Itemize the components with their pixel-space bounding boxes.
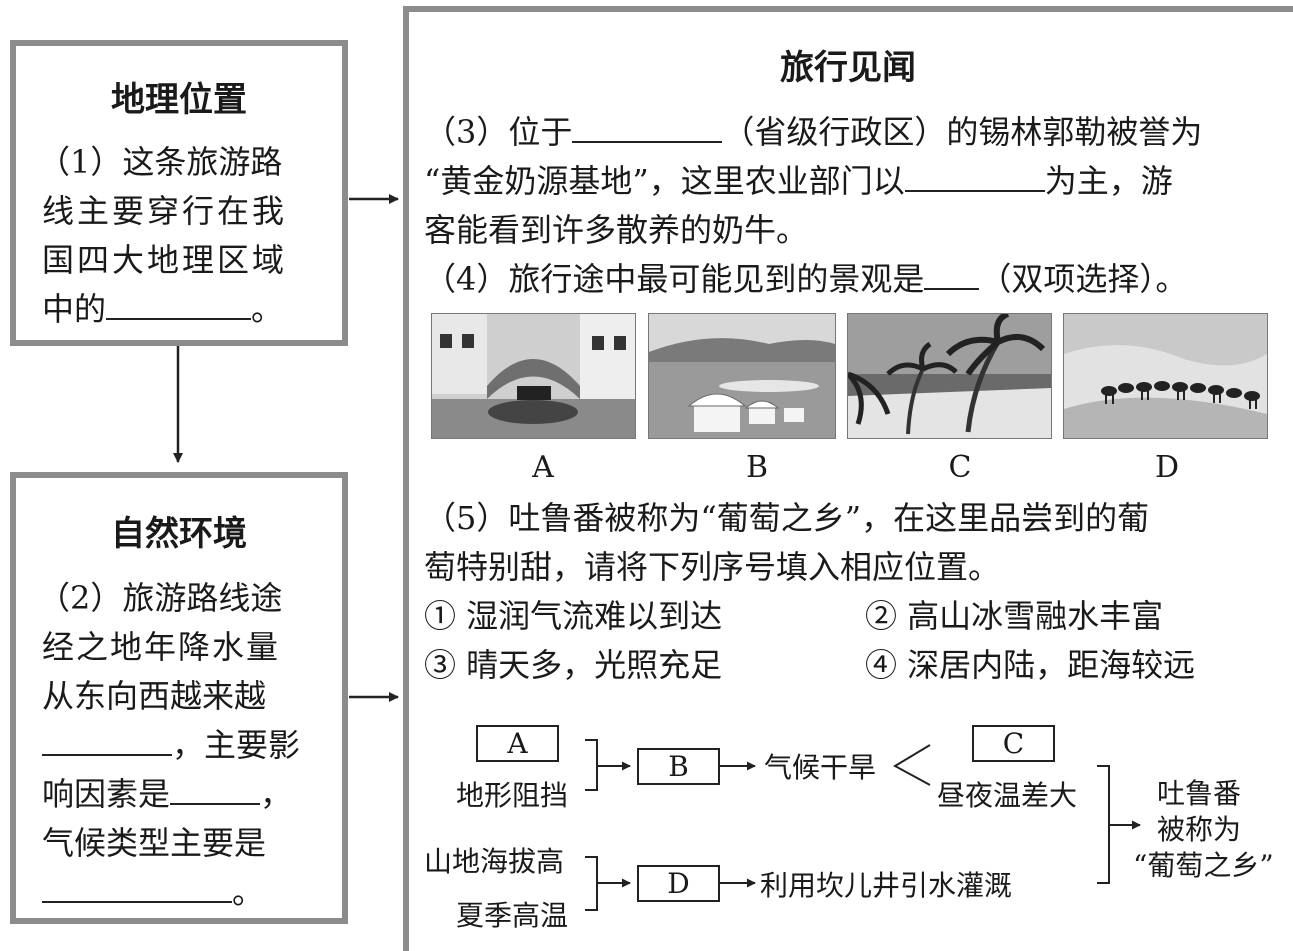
option-3: ③ 晴天多，光照充足	[424, 646, 723, 684]
diagram-box-c[interactable]: C	[972, 725, 1055, 762]
image-label-c: C	[948, 450, 972, 485]
q1-line3: 国四大地理区域	[42, 241, 288, 279]
diagram-temp-diff: 昼夜温差大	[937, 779, 1078, 812]
location-box: 地理位置 （1）这条旅游路 线主要穿行在我 国四大地理区域 中的。	[10, 40, 348, 346]
q3-line1: （3）位于（省级行政区）的锡林郭勒被誉为	[424, 113, 1203, 151]
q3-province-blank[interactable]	[572, 115, 723, 143]
image-desert-camels	[1063, 313, 1268, 439]
location-title: 地理位置	[111, 80, 247, 120]
q4-line: （4）旅行途中最可能见到的景观是（双项选择）。	[424, 260, 1188, 298]
environment-title: 自然环境	[111, 514, 247, 554]
q1-line4: 中的。	[42, 290, 284, 328]
q4-answer-blank[interactable]	[924, 262, 980, 290]
q2-factor-blank[interactable]	[170, 777, 261, 805]
environment-box: 自然环境 （2）旅游路线途 经之地年降水量 从东向西越来越 ，主要影 响因素是，…	[10, 472, 348, 924]
diagram-box-d[interactable]: D	[637, 865, 720, 902]
diagram-climate: 气候干旱	[764, 751, 877, 784]
q2-line7: 。	[42, 868, 264, 917]
q2-line3: 从东向西越来越	[42, 677, 267, 715]
q1-line2: 线主要穿行在我	[42, 192, 288, 230]
q2-line5: 响因素是，	[42, 775, 293, 813]
q3-line3: 客能看到许多散养的奶牛。	[424, 211, 809, 249]
image-label-a: A	[532, 450, 554, 485]
q5-line2: 萄特别甜，请将下列序号填入相应位置。	[424, 548, 1001, 586]
option-2: ② 高山冰雪融水丰富	[865, 597, 1164, 635]
image-yurt-grassland	[648, 313, 836, 439]
q1-answer-blank[interactable]	[106, 292, 252, 320]
diagram-box-a[interactable]: A	[476, 725, 559, 762]
diagram-summer: 夏季高温	[456, 899, 569, 932]
diagram-irrigation: 利用坎儿井引水灌溉	[760, 869, 1013, 902]
q2-climate-blank[interactable]	[42, 875, 232, 903]
image-label-d: D	[1154, 450, 1180, 485]
q2-line1: （2）旅游路线途	[38, 579, 283, 617]
q2-line4: ，主要影	[42, 721, 300, 770]
diagram-result-3: “葡萄之乡”	[1133, 849, 1274, 882]
option-1: ① 湿润气流难以到达	[424, 597, 723, 635]
image-label-b: B	[745, 450, 769, 485]
q2-line2: 经之地年降水量	[42, 628, 281, 666]
q3-agriculture-blank[interactable]	[904, 164, 1045, 192]
q3-line2: “黄金奶源基地”，这里农业部门以为主，游	[424, 162, 1173, 200]
diagram-result-1: 吐鲁番	[1157, 777, 1242, 810]
diagram-terrain: 地形阻挡	[456, 779, 569, 812]
q1-line1: （1）这条旅游路	[38, 143, 283, 181]
diagram-result-2: 被称为	[1157, 813, 1242, 846]
diagram-box-b[interactable]: B	[637, 748, 720, 785]
q2-line6: 气候类型主要是	[42, 824, 267, 862]
travel-title: 旅行见闻	[780, 48, 916, 88]
diagram-mountain: 山地海拔高	[424, 845, 565, 878]
q5-line1: （5）吐鲁番被称为“葡萄之乡”，在这里品尝到的葡	[424, 499, 1150, 537]
image-palm-beach	[847, 313, 1052, 439]
option-4: ④ 深居内陆，距海较远	[865, 646, 1196, 684]
q2-trend-blank[interactable]	[42, 728, 172, 756]
image-water-town	[431, 313, 636, 439]
travel-box	[403, 6, 1293, 951]
